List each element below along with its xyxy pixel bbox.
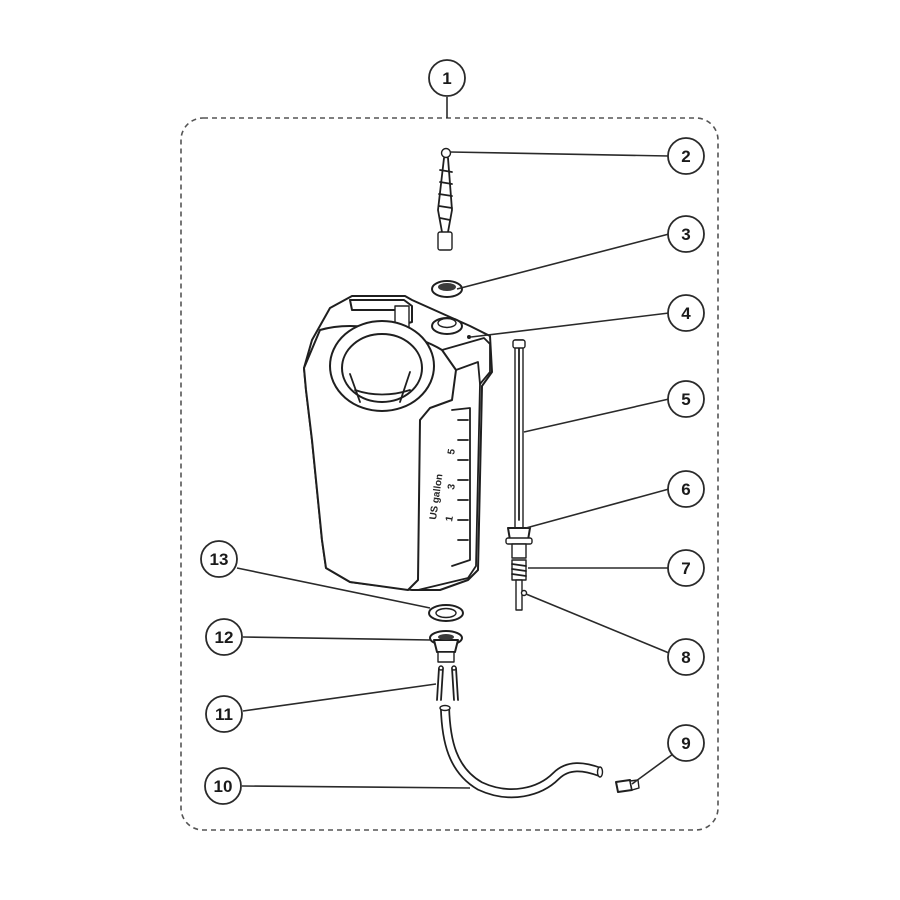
svg-text:12: 12 [215,628,234,647]
tube-tip[interactable] [515,579,528,611]
tube-fitting[interactable] [505,527,533,559]
svg-text:8: 8 [681,648,690,667]
callout-10: 10 [204,767,242,805]
scale-mark-5: 5 [446,448,458,456]
svg-text:9: 9 [681,734,690,753]
callout-4: 4 [667,294,705,332]
hose-connector[interactable] [615,779,640,793]
svg-text:6: 6 [681,480,690,499]
o-ring[interactable] [428,604,464,622]
dip-tube[interactable] [512,339,526,531]
outlet-fitting[interactable] [429,630,463,663]
svg-text:4: 4 [681,304,691,323]
cap-strap[interactable] [437,147,453,251]
spring[interactable] [511,559,527,581]
assembly-boundary [180,117,719,831]
callout-7: 7 [667,549,705,587]
callout-2: 2 [667,137,705,175]
leader-lines [236,97,674,789]
scale-mark-3: 3 [446,483,458,491]
svg-text:13: 13 [210,550,229,569]
callout-9: 9 [667,724,705,762]
svg-text:2: 2 [681,147,690,166]
callout-8: 8 [667,638,705,676]
hose-clamps[interactable] [436,665,459,701]
svg-text:11: 11 [215,705,233,724]
svg-text:1: 1 [442,69,451,88]
callout-6: 6 [667,470,705,508]
callout-5: 5 [667,380,705,418]
svg-text:10: 10 [214,777,233,796]
callout-13: 13 [200,540,238,578]
svg-text:7: 7 [681,559,690,578]
hose[interactable] [439,704,604,799]
callout-12: 12 [205,618,243,656]
fill-cap[interactable] [431,280,463,298]
callout-1: 1 [428,59,466,97]
callout-3: 3 [667,215,705,253]
svg-text:5: 5 [681,390,690,409]
tank[interactable]: 5 3 1 US gallon [303,295,493,591]
scale-mark-1: 1 [444,515,456,523]
svg-text:3: 3 [681,225,690,244]
callout-11: 11 [205,695,243,733]
